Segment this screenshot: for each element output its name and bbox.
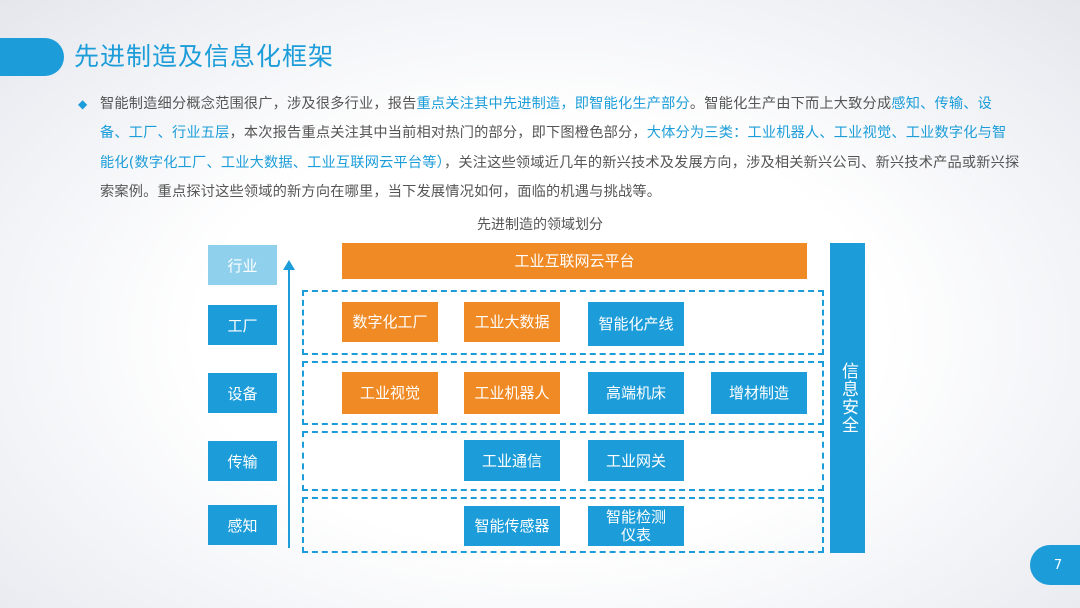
layer-equipment: 设备 — [208, 373, 277, 413]
upward-arrow-line — [288, 268, 290, 548]
title-accent-tab — [0, 38, 64, 76]
box-cnc: 高端机床 — [588, 372, 684, 414]
arrow-up-icon — [283, 260, 295, 270]
diamond-bullet-icon: ◆ — [78, 97, 88, 111]
box-robot: 工业机器人 — [464, 372, 560, 414]
perception-layer-frame — [302, 497, 824, 553]
box-communication: 工业通信 — [464, 440, 560, 481]
para-text-2: 。智能化生产由下而上大致分成 — [689, 96, 892, 112]
box-digital-factory: 数字化工厂 — [342, 302, 438, 342]
layer-industry: 行业 — [208, 245, 277, 285]
slide-title: 先进制造及信息化框架 — [74, 42, 335, 71]
box-smart-line: 智能化产线 — [588, 302, 684, 346]
box-big-data: 工业大数据 — [464, 302, 560, 342]
layer-transmission: 传输 — [208, 441, 277, 481]
para-text-3: ，本次报告重点关注其中当前相对热门的部分，即下图橙色部分， — [229, 125, 647, 142]
para-highlight-2: 感知、传输、设备、工厂、行业五层 — [100, 96, 993, 142]
factory-layer-frame — [302, 290, 824, 355]
information-security-bar: 信息安全 — [830, 243, 865, 553]
layer-factory: 工厂 — [208, 305, 277, 345]
para-highlight-1: 重点关注其中先进制造，即智能化生产部分 — [416, 96, 690, 112]
box-additive: 增材制造 — [711, 372, 807, 414]
box-cloud-platform: 工业互联网云平台 — [342, 243, 807, 279]
box-instrument: 智能检测仪表 — [588, 506, 684, 546]
box-sensor: 智能传感器 — [464, 506, 560, 546]
diagram-title: 先进制造的领域划分 — [477, 217, 603, 233]
box-gateway: 工业网关 — [588, 440, 684, 481]
equipment-layer-frame — [302, 361, 824, 425]
intro-paragraph: 智能制造细分概念范围很广，涉及很多行业，报告重点关注其中先进制造，即智能化生产部… — [100, 90, 1020, 208]
page-number: 7 — [1030, 545, 1080, 585]
para-text-1: 智能制造细分概念范围很广，涉及很多行业，报告 — [100, 96, 417, 112]
layer-perception: 感知 — [208, 505, 277, 545]
para-text-4: ，关注这些领域近几年的新兴技术及发展方向，涉及相关新兴公司、新兴技术产品或新兴探… — [100, 154, 1020, 201]
transmission-layer-frame — [302, 431, 824, 491]
box-vision: 工业视觉 — [342, 372, 438, 414]
para-highlight-3: 大体分为三类：工业机器人、工业视觉、工业数字化与智能化(数字化工厂、工业大数据、… — [100, 125, 1007, 171]
